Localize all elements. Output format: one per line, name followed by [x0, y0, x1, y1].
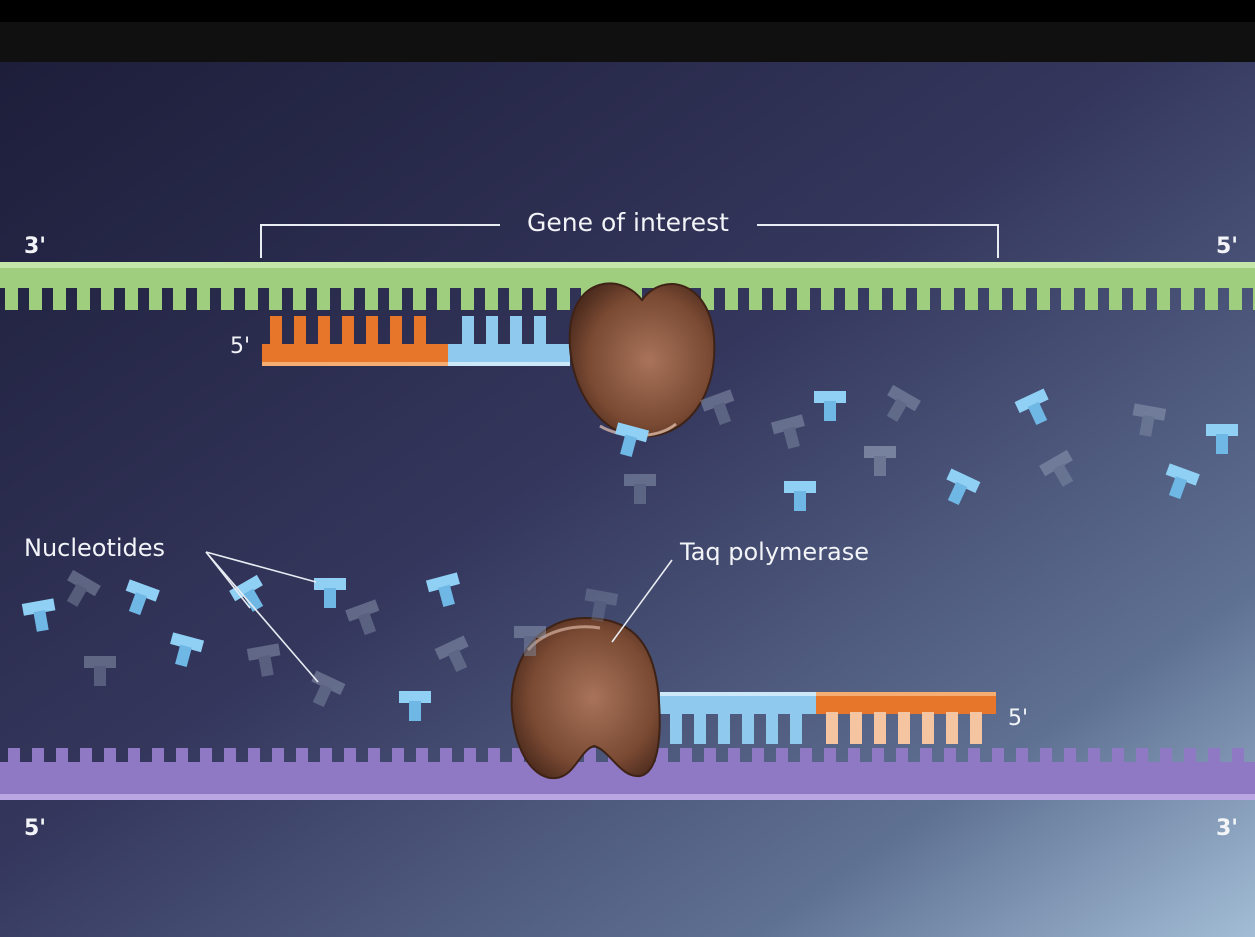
bottom-template-tooth: [992, 748, 1004, 764]
top-new-strand: [448, 316, 570, 366]
bottom-template-tooth: [104, 748, 116, 764]
nucleotide-icon: [170, 632, 205, 668]
bottom-template-tooth: [1016, 748, 1028, 764]
free-nucleotides: [21, 384, 1238, 721]
bottom-template-tooth: [488, 748, 500, 764]
top-primer: [262, 316, 448, 366]
bottom-template-tooth: [896, 748, 908, 764]
bottom-template-tooth: [248, 748, 260, 764]
bottom-template-tooth: [296, 748, 308, 764]
bottom-template-tooth: [1232, 748, 1244, 764]
bottom-template-tooth: [176, 748, 188, 764]
nucleotide-icon: [700, 389, 735, 426]
nucleotide-icon: [1206, 424, 1238, 454]
nucleotides-callout-lines: [205, 551, 319, 683]
gene-of-interest-label: Gene of interest: [527, 208, 729, 237]
bottom-polymerase-highlight: [526, 625, 601, 651]
bottom-template-tooth: [968, 748, 980, 764]
bottom-template-tooth: [944, 748, 956, 764]
bottom-template-tooth: [1184, 748, 1196, 764]
bottom-strand-5-prime-label: 5': [24, 816, 46, 841]
bottom-strand-3-prime-label: 3': [1216, 816, 1238, 841]
nucleotide-icon: [66, 569, 101, 607]
bottom-template-tooth: [344, 748, 356, 764]
nucleotide-icon: [345, 599, 380, 636]
bottom-template-tooth: [800, 748, 812, 764]
nucleotide-icon: [399, 691, 431, 721]
bottom-template-tooth: [1136, 748, 1148, 764]
nucleotide-icon: [246, 643, 281, 677]
bottom-template-tooth: [224, 748, 236, 764]
bottom-primer-5-prime-label: 5': [1008, 706, 1028, 731]
nucleotide-icon: [425, 572, 460, 608]
bottom-template-tooth: [1112, 748, 1124, 764]
nucleotide-icon: [229, 574, 264, 612]
bottom-new-strand: [660, 692, 816, 744]
bottom-template-tooth: [848, 748, 860, 764]
bottom-template-tooth: [1160, 748, 1172, 764]
bottom-template-tooth: [1040, 748, 1052, 764]
nucleotide-icon: [1014, 388, 1049, 426]
nucleotide-icon: [1132, 403, 1167, 437]
nucleotide-icon: [886, 384, 921, 422]
bottom-template-tooth: [128, 748, 140, 764]
nucleotide-icon: [21, 598, 56, 632]
nucleotide-icon: [584, 588, 619, 622]
bottom-template-tooth: [872, 748, 884, 764]
bottom-template-tooth: [728, 748, 740, 764]
bottom-template-tooth: [56, 748, 68, 764]
bottom-template-tooth: [680, 748, 692, 764]
bottom-template-tooth: [1208, 748, 1220, 764]
nucleotide-icon: [615, 422, 650, 458]
bottom-template-tooth: [1088, 748, 1100, 764]
pcr-extension-diagram: Gene of interest 3' 5' 5' 5' 3': [0, 62, 1255, 937]
bottom-template-tooth: [416, 748, 428, 764]
nucleotide-icon: [1039, 449, 1074, 487]
nucleotide-icon: [434, 635, 469, 673]
top-black-bar: [0, 0, 1255, 62]
nucleotide-icon: [314, 578, 346, 608]
bottom-template-tooth: [1064, 748, 1076, 764]
background: [0, 62, 1255, 937]
bottom-template-tooth: [392, 748, 404, 764]
bottom-template-tooth: [368, 748, 380, 764]
bottom-template-tooth: [824, 748, 836, 764]
bottom-template-tooth: [920, 748, 932, 764]
bottom-taq-polymerase: [510, 616, 661, 780]
nucleotide-icon: [784, 481, 816, 511]
gene-bracket: [260, 224, 999, 258]
nucleotide-icon: [770, 414, 805, 450]
bottom-template-tooth: [440, 748, 452, 764]
bottom-template-tooth: [152, 748, 164, 764]
nucleotide-icon: [624, 474, 656, 504]
nucleotide-icon: [84, 656, 116, 686]
top-strand-3-prime-label: 3': [24, 234, 46, 259]
bottom-template-tooth: [272, 748, 284, 764]
bottom-template-tooth: [80, 748, 92, 764]
nucleotide-icon: [125, 579, 160, 616]
taq-callout-line: [611, 559, 673, 643]
bottom-template-tooth: [776, 748, 788, 764]
nucleotide-icon: [814, 391, 846, 421]
nucleotides-label: Nucleotides: [24, 534, 165, 562]
bottom-template-tooth: [656, 748, 668, 764]
nucleotide-icon: [1165, 463, 1200, 500]
bottom-primer: [816, 692, 996, 744]
bottom-template-tooth: [584, 748, 596, 764]
top-primer-5-prime-label: 5': [230, 334, 250, 359]
nucleotide-icon: [864, 446, 896, 476]
bottom-template-tooth: [464, 748, 476, 764]
bottom-template-tooth: [752, 748, 764, 764]
nucleotide-icon: [946, 468, 981, 506]
nucleotide-icon: [514, 626, 546, 656]
top-strand-5-prime-label: 5': [1216, 234, 1238, 259]
bottom-template-tooth: [320, 748, 332, 764]
taq-polymerase-label: Taq polymerase: [679, 538, 869, 566]
nucleotide-icon: [311, 670, 346, 708]
bottom-template-tooth: [200, 748, 212, 764]
bottom-template-tooth: [704, 748, 716, 764]
bottom-template-teeth: [8, 748, 1244, 764]
bottom-template-tooth: [8, 748, 20, 764]
bottom-template-tooth: [32, 748, 44, 764]
